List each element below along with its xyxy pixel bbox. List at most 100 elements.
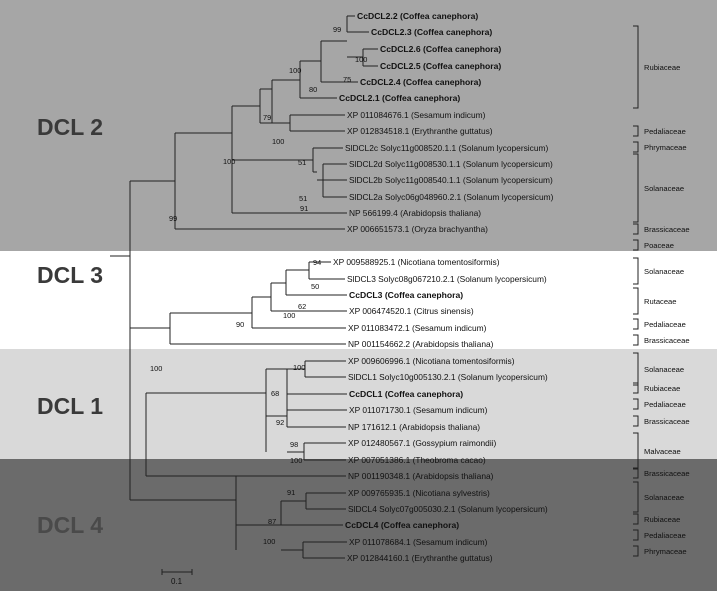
support-value: 100 <box>355 55 368 64</box>
clade-band-dcl4 <box>0 459 717 591</box>
family-bracket <box>633 239 639 251</box>
family-label: Brassicaceae <box>644 225 690 234</box>
family-bracket <box>633 141 639 153</box>
family-label: Rutaceae <box>644 297 677 306</box>
support-value: 91 <box>287 488 296 497</box>
taxon-label: XP 009606996.1 (Nicotiana tomentosiformi… <box>348 356 515 366</box>
taxon-label: XP 012480567.1 (Gossypium raimondii) <box>348 438 497 448</box>
taxon-label: SlDCL2b Solyc11g008540.1.1 (Solanum lyco… <box>349 175 553 185</box>
taxon-label: NP 001154662.2 (Arabidopsis thaliana) <box>348 339 494 349</box>
taxon-label: XP 012834518.1 (Erythranthe guttatus) <box>347 126 493 136</box>
support-value: 100 <box>293 363 306 372</box>
taxon-label: SlDCL2d Solyc11g008530.1.1 (Solanum lyco… <box>349 159 553 169</box>
family-label: Solanaceae <box>644 365 685 374</box>
support-value: 100 <box>272 137 285 146</box>
family-label: Phrymaceae <box>644 547 687 556</box>
family-bracket <box>633 257 639 285</box>
group-label-dcl3: DCL 3 <box>37 262 104 288</box>
family-bracket <box>633 382 639 394</box>
family-bracket <box>633 223 639 235</box>
support-value: 100 <box>223 157 236 166</box>
support-value: 99 <box>333 25 342 34</box>
support-value: 51 <box>299 194 308 203</box>
taxon-label: XP 009588925.1 (Nicotiana tomentosiformi… <box>333 257 500 267</box>
taxon-label: CcDCL3 (Coffea canephora) <box>349 290 464 300</box>
family-label: Brassicaceae <box>644 417 690 426</box>
taxon-label: CcDCL2.5 (Coffea canephora) <box>380 61 502 71</box>
clade-band-dcl1 <box>0 349 717 459</box>
family-bracket <box>633 481 639 513</box>
support-value: 94 <box>313 258 322 267</box>
support-value: 62 <box>298 302 307 311</box>
support-value: 87 <box>268 517 277 526</box>
taxon-label: SlDCL2a Solyc06g048960.2.1 (Solanum lyco… <box>349 192 554 202</box>
family-label: Rubiaceae <box>644 63 681 72</box>
family-label: Poaceae <box>644 241 674 250</box>
taxon-label: XP 009765935.1 (Nicotiana sylvestris) <box>348 488 490 498</box>
taxon-label: XP 011078684.1 (Sesamum indicum) <box>349 537 488 547</box>
support-value: 99 <box>169 214 178 223</box>
family-label: Brassicaceae <box>644 469 690 478</box>
taxon-label: XP 006474520.1 (Citrus sinensis) <box>349 306 474 316</box>
support-value: 91 <box>300 204 309 213</box>
taxon-label: CcDCL2.1 (Coffea canephora) <box>339 93 461 103</box>
family-bracket <box>633 513 639 525</box>
support-value: 100 <box>289 66 302 75</box>
family-bracket <box>633 545 639 557</box>
taxon-label: CcDCL1 (Coffea canephora) <box>349 389 464 399</box>
support-value: 100 <box>263 537 276 546</box>
taxon-label: CcDCL2.6 (Coffea canephora) <box>380 44 502 54</box>
family-label: Solanaceae <box>644 493 685 502</box>
support-value: 100 <box>150 364 163 373</box>
clade-band-dcl3 <box>0 251 717 349</box>
family-bracket <box>633 153 639 223</box>
taxon-label: XP 011084676.1 (Sesamum indicum) <box>347 110 486 120</box>
taxon-label: NP 566199.4 (Arabidopsis thaliana) <box>349 208 482 218</box>
family-bracket <box>633 415 639 427</box>
support-value: 50 <box>311 282 320 291</box>
taxon-label: CcDCL2.2 (Coffea canephora) <box>357 11 479 21</box>
taxon-label: NP 171612.1 (Arabidopsis thaliana) <box>348 422 481 432</box>
family-label: Phrymaceae <box>644 143 687 152</box>
family-bracket <box>633 25 639 109</box>
support-value: 79 <box>263 113 272 122</box>
group-label-dcl4: DCL 4 <box>37 512 104 538</box>
family-bracket <box>633 287 639 315</box>
group-label-dcl2: DCL 2 <box>37 114 104 140</box>
taxon-label: XP 012844160.1 (Erythranthe guttatus) <box>347 553 493 563</box>
support-value: 90 <box>236 320 245 329</box>
family-bracket <box>633 529 639 541</box>
support-value: 98 <box>290 440 299 449</box>
family-label: Brassicaceae <box>644 336 690 345</box>
family-bracket <box>633 432 639 470</box>
scale-bar-label: 0.1 <box>171 577 183 586</box>
taxon-label: XP 011083472.1 (Sesamum indicum) <box>348 323 487 333</box>
taxon-label: XP 011071730.1 (Sesamum indicum) <box>349 405 488 415</box>
family-label: Pedaliaceae <box>644 531 686 540</box>
taxon-label: SlDCL3 Solyc08g067210.2.1 (Solanum lycop… <box>347 274 547 284</box>
family-bracket <box>633 467 639 479</box>
taxon-label: SlDCL1 Solyc10g005130.2.1 (Solanum lycop… <box>348 372 548 382</box>
support-value: 75 <box>343 75 352 84</box>
family-bracket <box>633 125 639 137</box>
family-label: Rubiaceae <box>644 384 681 393</box>
support-value: 80 <box>309 85 318 94</box>
taxon-label: XP 006651573.1 (Oryza brachyantha) <box>347 224 488 234</box>
family-label: Pedaliaceae <box>644 127 686 136</box>
group-label-dcl1: DCL 1 <box>37 393 104 419</box>
family-bracket <box>633 352 639 386</box>
taxon-label: CcDCL2.3 (Coffea canephora) <box>371 27 493 37</box>
taxon-label: NP 001190348.1 (Arabidopsis thaliana) <box>348 471 494 481</box>
family-label: Rubiaceae <box>644 515 681 524</box>
family-label: Solanaceae <box>644 267 685 276</box>
support-value: 68 <box>271 389 280 398</box>
support-value: 92 <box>276 418 285 427</box>
support-value: 51 <box>298 158 307 167</box>
taxon-label: SlDCL4 Solyc07g005030.2.1 (Solanum lycop… <box>348 504 548 514</box>
taxon-label: XP 007051386.1 (Theobroma cacao) <box>348 455 486 465</box>
support-value: 100 <box>283 311 296 320</box>
family-label: Solanaceae <box>644 184 685 193</box>
family-label: Malvaceae <box>644 447 681 456</box>
